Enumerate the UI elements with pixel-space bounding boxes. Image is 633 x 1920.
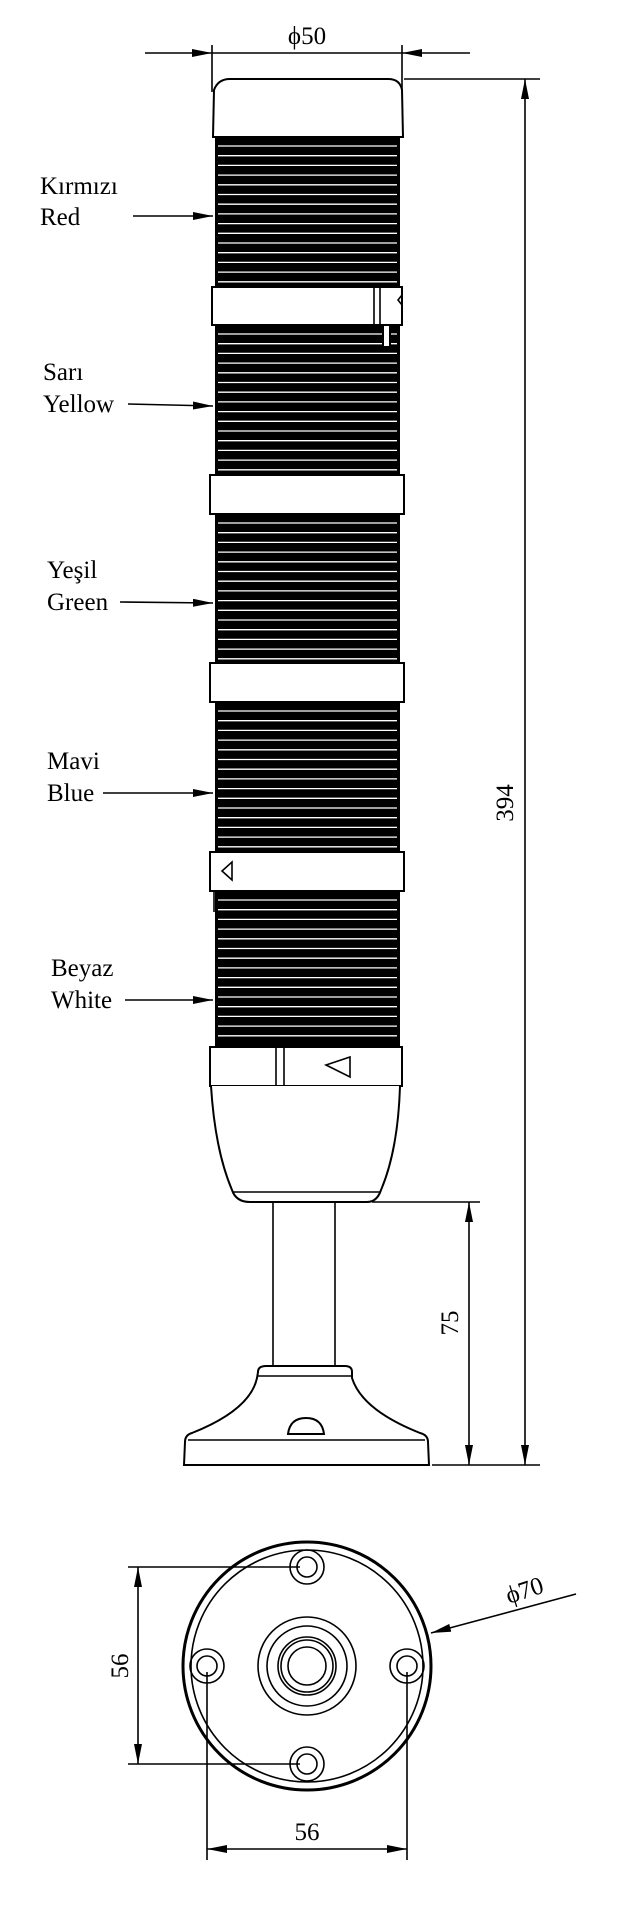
mounting-pole	[272, 1202, 336, 1367]
height-75-dimension: 75	[372, 1201, 480, 1465]
label-blue-en: Blue	[47, 780, 94, 807]
total-height-value: 394	[492, 784, 519, 822]
light-module-green	[215, 514, 400, 663]
base-bottom-view	[181, 1540, 433, 1792]
svg-text:ϕ50: ϕ50	[288, 23, 326, 50]
ribbed-body	[215, 137, 400, 1047]
label-white-tr: Beyaz	[51, 955, 113, 982]
label-yellow: Sarı Yellow	[43, 359, 214, 418]
tier-ring-3	[209, 662, 405, 703]
label-white-en: White	[51, 987, 112, 1014]
hole-spacing-horizontal-dimension: 56	[206, 1672, 408, 1860]
hole-spacing-vertical-dimension: 56	[107, 1566, 300, 1765]
label-red: Kırmızı Red	[40, 173, 213, 231]
label-red-tr: Kırmızı	[40, 173, 118, 200]
label-white: Beyaz White	[51, 955, 213, 1014]
diameter-50-dimension: ϕ50	[145, 23, 470, 92]
hole-spacing-horizontal-value: 56	[295, 1819, 320, 1846]
label-yellow-tr: Sarı	[43, 359, 83, 386]
base-diameter-70-dimension: ϕ70	[430, 1572, 577, 1634]
label-blue: Mavi Blue	[47, 748, 213, 807]
label-yellow-en: Yellow	[43, 391, 114, 418]
pole-height-value: 75	[437, 1311, 464, 1336]
label-blue-tr: Mavi	[47, 748, 100, 775]
hole-spacing-vertical-value: 56	[107, 1654, 134, 1679]
diameter-top-value: 50	[301, 23, 326, 50]
label-green-en: Green	[47, 589, 109, 616]
tier-labels: Kırmızı Red Sarı Yellow Yeşil Green Mavi…	[40, 173, 214, 1014]
light-module-white	[215, 891, 400, 1047]
tier-ring-1	[211, 286, 403, 348]
diameter-symbol: ϕ	[288, 23, 301, 50]
label-green-tr: Yeşil	[47, 557, 97, 584]
height-394-dimension: 394	[404, 78, 540, 1466]
base-module	[209, 1046, 403, 1203]
label-green: Yeşil Green	[47, 557, 214, 616]
light-module-blue	[215, 702, 400, 852]
top-cap	[211, 78, 405, 138]
label-red-en: Red	[40, 204, 81, 231]
light-module-yellow	[215, 325, 400, 475]
mounting-foot	[182, 1365, 431, 1466]
light-module-red	[215, 137, 400, 287]
tier-ring-4	[209, 851, 405, 912]
tier-ring-2	[209, 474, 405, 515]
